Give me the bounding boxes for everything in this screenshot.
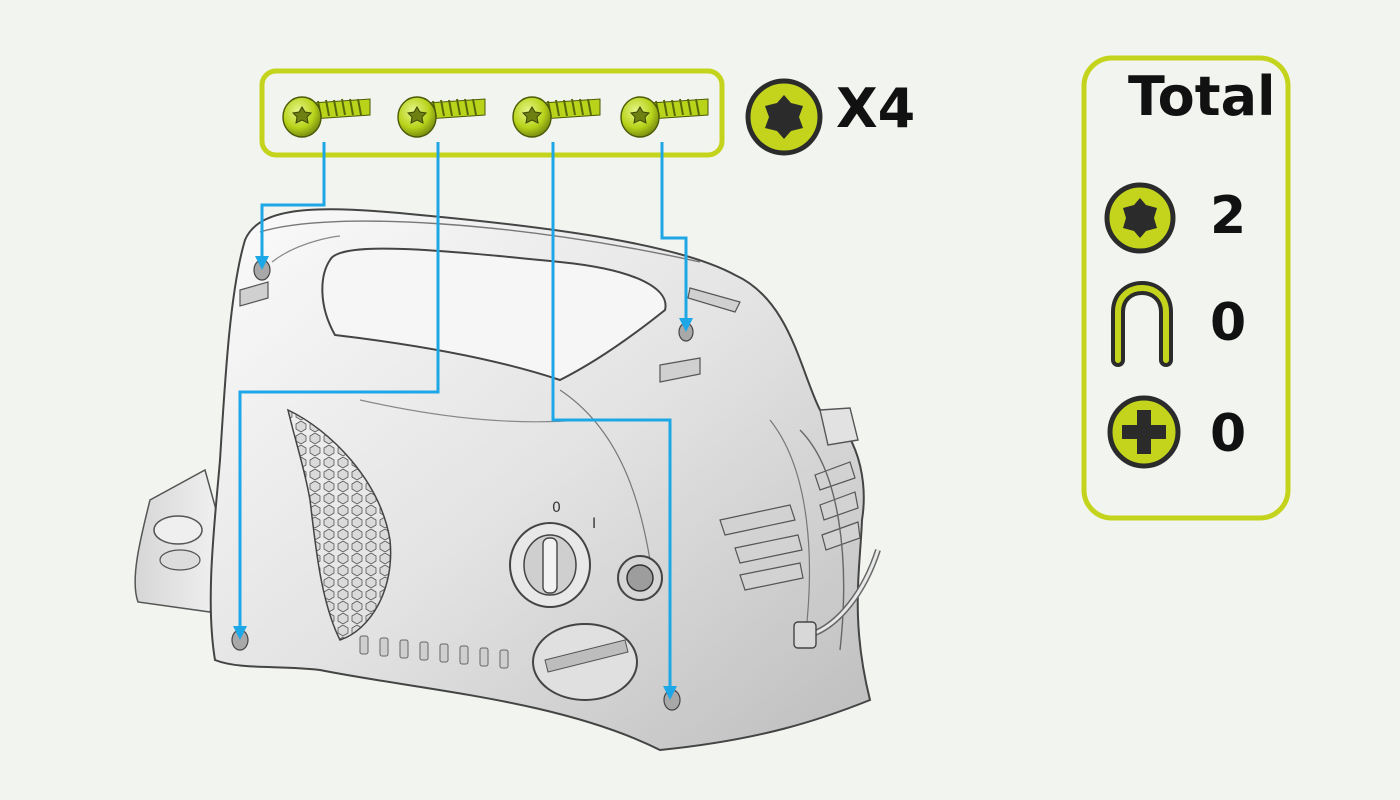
torx-icon xyxy=(745,78,823,156)
leader-line xyxy=(260,142,326,258)
tool-housing: 0 I xyxy=(134,208,881,752)
torx-screw xyxy=(512,96,601,138)
phillips-icon xyxy=(1107,395,1181,469)
screw-group-panel xyxy=(259,68,823,158)
torx-icon xyxy=(1104,182,1176,254)
arrowhead xyxy=(233,626,247,640)
torx-count: 2 xyxy=(1210,186,1247,246)
svg-text:0: 0 xyxy=(552,500,561,516)
housing-body xyxy=(209,208,872,752)
arrowhead xyxy=(663,686,677,700)
screw-count-label: X4 xyxy=(836,77,916,140)
torx-screw xyxy=(397,96,486,138)
screw-group-frame xyxy=(259,68,725,158)
leader-arrowheads xyxy=(233,256,693,700)
honeycomb-vent xyxy=(286,408,392,641)
leader-line xyxy=(660,142,688,320)
leader-line xyxy=(551,142,672,688)
svg-text:I: I xyxy=(592,516,596,532)
torx-screw xyxy=(282,96,371,138)
arrowhead xyxy=(255,256,269,270)
phillips-count: 0 xyxy=(1210,404,1247,464)
totals-title: Total xyxy=(1128,65,1276,128)
leader-lines xyxy=(238,142,688,688)
handle-opening xyxy=(321,247,667,382)
torx-screw xyxy=(620,96,709,138)
control-panel: 0 I xyxy=(509,500,663,701)
side-vents xyxy=(719,461,861,591)
totals-panel xyxy=(1081,55,1291,521)
arrowhead xyxy=(679,318,693,332)
left-foot xyxy=(134,468,231,613)
u-clip-count: 0 xyxy=(1210,293,1247,353)
leader-line xyxy=(238,142,440,628)
u-clip-icon xyxy=(1111,281,1173,367)
lower-vent-slots xyxy=(359,635,509,669)
